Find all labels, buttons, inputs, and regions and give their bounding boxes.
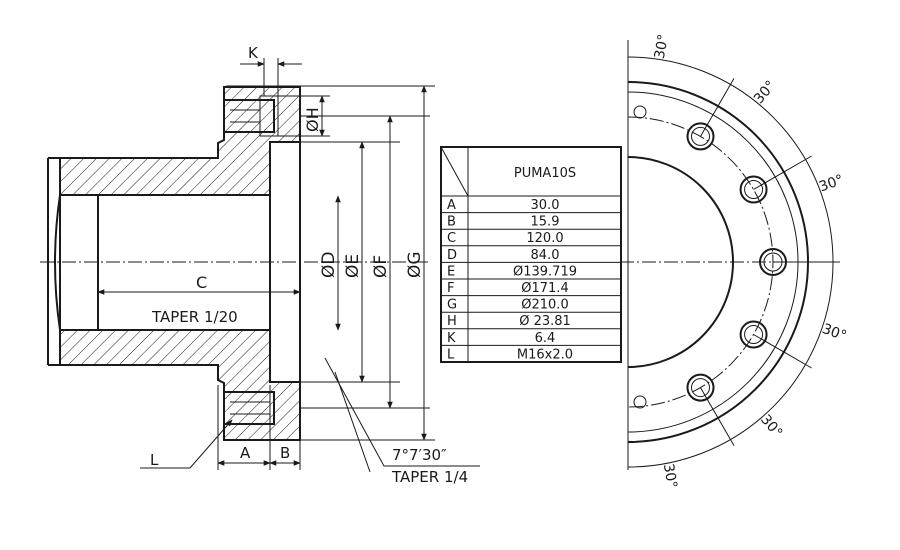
table-row-key: L [447, 347, 455, 362]
table-row-key: F [447, 281, 454, 296]
bolt-hole-inner [691, 126, 710, 146]
table-row-value: M16x2.0 [517, 347, 573, 362]
table-frame [440, 146, 622, 363]
table-row-value: 84.0 [531, 248, 560, 263]
label-c: C [196, 273, 207, 292]
angle-ext-line [700, 78, 735, 137]
diam-ext-lines [226, 85, 435, 441]
table-row-value: 15.9 [531, 215, 560, 230]
l-leader [140, 419, 233, 469]
edge-hole-bottom [633, 395, 647, 409]
upper-screw-hole [223, 99, 275, 133]
angle-label: 30° [660, 462, 680, 489]
label-taper-bore: TAPER 1/20 [151, 308, 238, 326]
table-diagonal [440, 146, 469, 197]
table-row-key: E [447, 264, 455, 279]
ab-ext-lines [217, 385, 301, 470]
table-row-key: K [447, 331, 456, 346]
label-k: K [248, 44, 259, 62]
angle-ext-line [753, 155, 812, 190]
angle-label: 30° [757, 412, 785, 441]
table-row-key: C [447, 231, 456, 246]
bolt-holes [686, 78, 840, 446]
label-e: ØE [343, 254, 363, 278]
table-row-value: Ø171.4 [521, 281, 568, 296]
bolt-hole [686, 122, 715, 151]
angle-ext-line [753, 334, 812, 369]
bolt-hole-inner [744, 180, 764, 199]
label-f: ØF [371, 255, 391, 278]
table-row-value: 120.0 [526, 231, 563, 246]
label-l: L [150, 451, 159, 469]
section-view: K ØH ØD ØE ØF ØG C TAPER 1/20 A B L 7°7′… [40, 44, 480, 486]
label-a: A [240, 444, 251, 462]
table-row-key: H [447, 314, 457, 329]
bolt-hole [739, 320, 768, 349]
angle-label: 30° [820, 321, 849, 345]
label-taper-face: TAPER 1/4 [391, 468, 468, 486]
angle-label: 30° [652, 33, 672, 60]
angle-label: 30° [751, 78, 779, 107]
table-row-key: A [447, 198, 456, 213]
table-model: PUMA10S [514, 166, 576, 181]
table-row-value: Ø 23.81 [519, 314, 571, 329]
bolt-hole-inner [744, 325, 764, 344]
angle-label: 30° [817, 172, 846, 196]
lower-screw-hole [223, 391, 275, 425]
end-view: 30° 30° 30° 30° 30° 30° [620, 33, 849, 490]
angle-leader [324, 357, 480, 467]
angle-ext-line [700, 387, 735, 446]
bolt-hole [686, 373, 715, 402]
angle-leader-2 [334, 371, 371, 473]
label-g: ØG [405, 251, 425, 278]
table-row-value: 6.4 [535, 331, 556, 346]
table-row-value: Ø139.719 [513, 264, 577, 279]
table-row-value: Ø210.0 [521, 298, 568, 313]
angle-labels: 30° 30° 30° 30° 30° 30° [652, 33, 849, 490]
bolt-hole-inner [691, 378, 710, 398]
upper-thread [230, 109, 260, 123]
edge-hole-top [633, 105, 647, 119]
label-taper-angle: 7°7′30″ [392, 446, 447, 464]
lower-thread [230, 401, 270, 415]
table-row-value: 30.0 [531, 198, 560, 213]
upper-screw-head [259, 95, 279, 137]
bore-circle [627, 156, 734, 368]
table-row-key: D [447, 248, 457, 263]
bolt-hole [739, 175, 768, 204]
table-row-key: B [447, 215, 456, 230]
upper-wall-section [48, 86, 301, 196]
label-b: B [280, 444, 290, 462]
label-d: ØD [319, 252, 339, 278]
table-row-key: G [447, 298, 457, 313]
label-h: ØH [303, 107, 322, 132]
